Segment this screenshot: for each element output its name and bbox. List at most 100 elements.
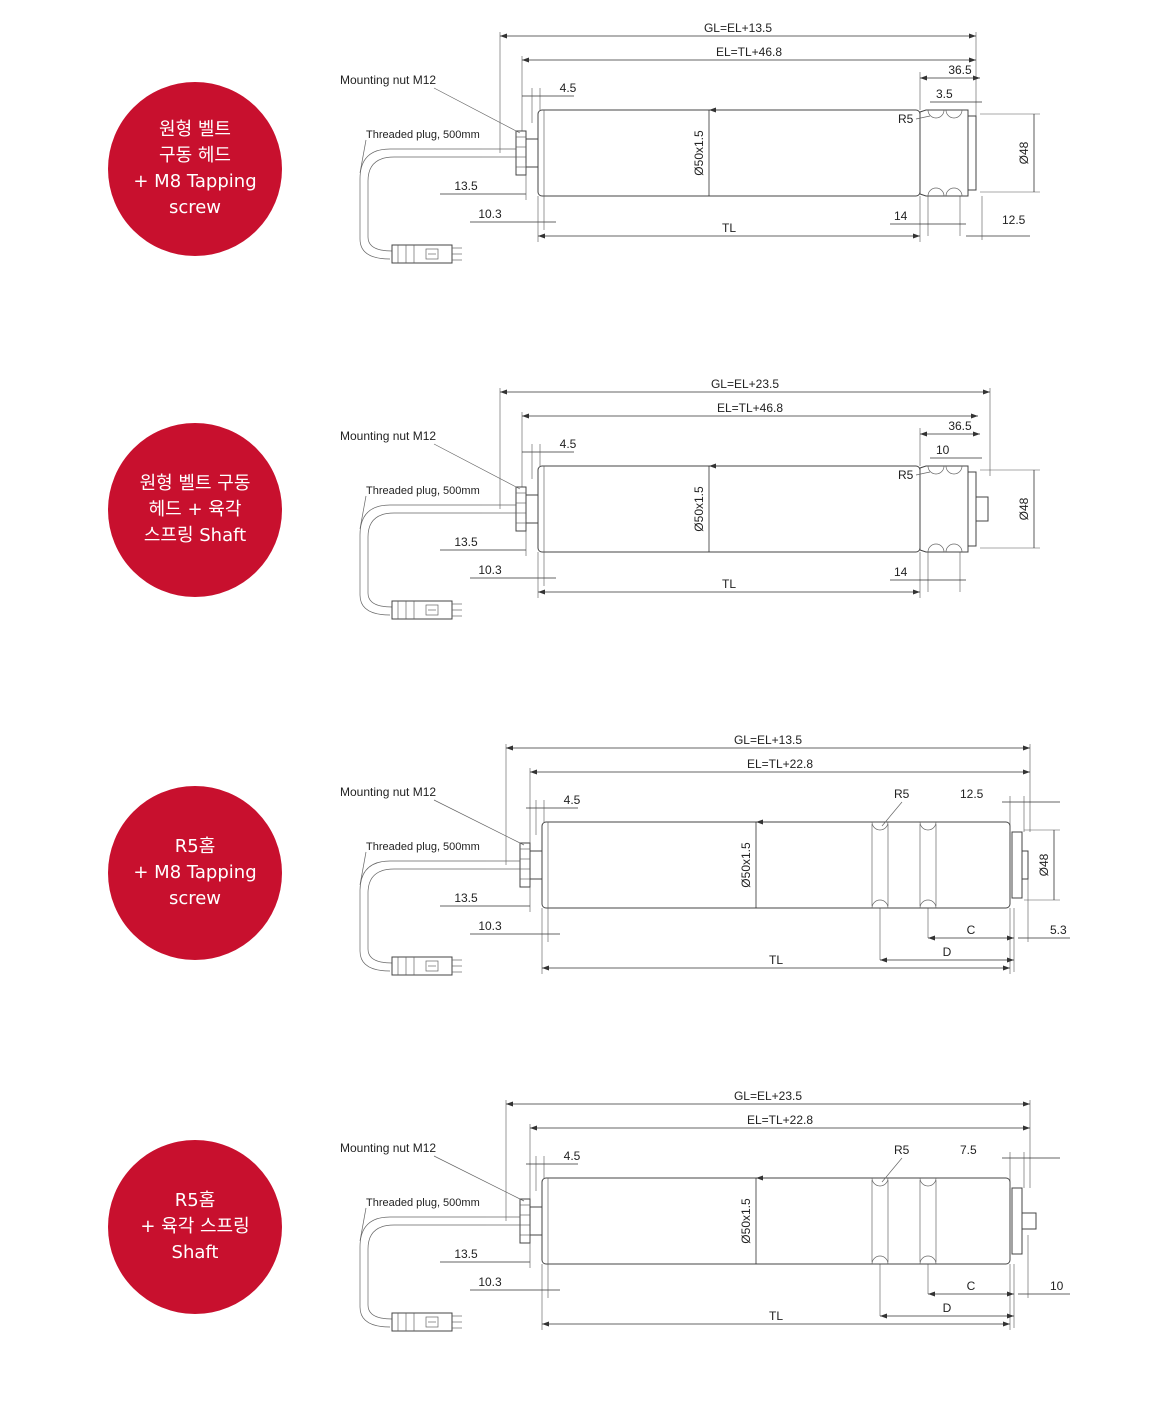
dim-c: C xyxy=(967,1279,976,1293)
r5-label: R5 xyxy=(894,1143,910,1157)
dim-4-5: 4.5 xyxy=(560,81,577,95)
dim-b: 3.5 xyxy=(936,87,953,101)
threaded-plug-label: Threaded plug, 500mm xyxy=(366,1197,480,1209)
mounting-nut-label: Mounting nut M12 xyxy=(340,429,436,443)
tube-diameter-label: Ø50x1.5 xyxy=(692,486,706,532)
drive-head xyxy=(919,109,969,197)
dim-d: D xyxy=(943,1301,952,1315)
tl-dimension: TL xyxy=(722,221,736,235)
badge-line: 원형 벨트 구동 xyxy=(139,473,251,494)
dim-4-5: 4.5 xyxy=(564,793,581,807)
mounting-nut-label: Mounting nut M12 xyxy=(340,1141,436,1155)
dim-4-5: 4.5 xyxy=(564,1149,581,1163)
threaded-plug-label: Threaded plug, 500mm xyxy=(366,129,480,141)
connector xyxy=(391,1312,453,1332)
hex-shaft xyxy=(975,496,989,522)
connector xyxy=(391,244,453,264)
el-dimension: EL=TL+22.8 xyxy=(747,757,813,771)
drive-head xyxy=(919,465,969,553)
dim-b: 10 xyxy=(936,443,950,457)
dim-10-3: 10.3 xyxy=(478,1275,502,1289)
technical-drawing: GL=EL+13.5EL=TL+46.8 4.5 Mounting nut M12T… xyxy=(340,21,1040,264)
dim-a: 7.5 xyxy=(960,1143,977,1157)
tube-diameter-label: Ø50x1.5 xyxy=(739,842,753,888)
dim-e: 12.5 xyxy=(1002,213,1026,227)
dim-10-3: 10.3 xyxy=(478,207,502,221)
el-dimension: EL=TL+46.8 xyxy=(717,401,783,415)
dim-a: 36.5 xyxy=(948,63,972,77)
end-cap xyxy=(1011,831,1023,899)
mounting-nut xyxy=(519,1198,531,1244)
cable xyxy=(359,504,482,616)
dim-e: 5.3 xyxy=(1050,923,1067,937)
badge-line: + 육각 스프링 xyxy=(140,1216,250,1237)
dim-13-5: 13.5 xyxy=(454,1247,478,1261)
dim-13-5: 13.5 xyxy=(454,891,478,905)
gl-dimension: GL=EL+13.5 xyxy=(734,733,802,747)
dim-10-3: 10.3 xyxy=(478,563,502,577)
mounting-nut-label: Mounting nut M12 xyxy=(340,73,436,87)
end-cap xyxy=(1011,1187,1023,1255)
badge-line: 구동 헤드 xyxy=(159,145,231,166)
d48-label: Ø48 xyxy=(1037,853,1051,876)
d48-label: Ø48 xyxy=(1017,497,1031,520)
badge-line: screw xyxy=(168,888,222,909)
tube-diameter-label: Ø50x1.5 xyxy=(739,1198,753,1244)
threaded-plug-label: Threaded plug, 500mm xyxy=(366,841,480,853)
r5-label: R5 xyxy=(898,112,914,126)
badge-line: screw xyxy=(168,197,222,218)
badge-line: Shaft xyxy=(171,1242,219,1263)
dim-13-5: 13.5 xyxy=(454,179,478,193)
dim-4-5: 4.5 xyxy=(560,437,577,451)
cable xyxy=(359,860,486,972)
badge-line: + M8 Tapping xyxy=(133,171,257,192)
mounting-nut xyxy=(515,486,527,532)
dim-c: 14 xyxy=(894,209,908,223)
dim-c: 14 xyxy=(894,565,908,579)
badge-line: + M8 Tapping xyxy=(133,862,257,883)
dim-e: 10 xyxy=(1050,1279,1064,1293)
el-dimension: EL=TL+46.8 xyxy=(716,45,782,59)
gl-dimension: GL=EL+23.5 xyxy=(711,377,779,391)
badge-line: R5홈 xyxy=(174,1190,216,1211)
dim-13-5: 13.5 xyxy=(454,535,478,549)
r5-label: R5 xyxy=(894,787,910,801)
roller-tube xyxy=(537,465,921,553)
dim-10-3: 10.3 xyxy=(478,919,502,933)
connector xyxy=(391,600,453,620)
cable xyxy=(359,1216,486,1328)
tl-dimension: TL xyxy=(722,577,736,591)
badge-line: R5홈 xyxy=(174,836,216,857)
connector xyxy=(391,956,453,976)
roller-tube xyxy=(537,109,921,197)
tl-dimension: TL xyxy=(769,1309,783,1323)
variant-badge: R5홈 + M8 Tapping screw xyxy=(108,786,282,960)
dim-a: 12.5 xyxy=(960,787,984,801)
tapping-screw xyxy=(1021,850,1029,880)
dim-c: C xyxy=(967,923,976,937)
roller-tube xyxy=(541,1177,1011,1265)
mounting-nut-label: Mounting nut M12 xyxy=(340,785,436,799)
el-dimension: EL=TL+22.8 xyxy=(747,1113,813,1127)
dim-a: 36.5 xyxy=(948,419,972,433)
badge-line: 스프링 Shaft xyxy=(143,525,247,546)
mounting-nut xyxy=(515,130,527,176)
mounting-nut xyxy=(519,842,531,888)
technical-drawing: GL=EL+13.5EL=TL+22.8 4.5 Mounting nut M12T… xyxy=(340,733,1070,976)
badge-line: 원형 벨트 xyxy=(159,119,231,140)
tl-dimension: TL xyxy=(769,953,783,967)
threaded-plug-label: Threaded plug, 500mm xyxy=(366,485,480,497)
d48-label: Ø48 xyxy=(1017,141,1031,164)
technical-drawing: GL=EL+23.5EL=TL+46.8 4.5 Mounting nut M12T… xyxy=(340,377,1040,620)
variant-badge: R5홈 + 육각 스프링 Shaft xyxy=(108,1140,282,1314)
badge-line: 헤드 + 육각 xyxy=(148,499,242,520)
tube-diameter-label: Ø50x1.5 xyxy=(692,130,706,176)
gl-dimension: GL=EL+13.5 xyxy=(704,21,772,35)
